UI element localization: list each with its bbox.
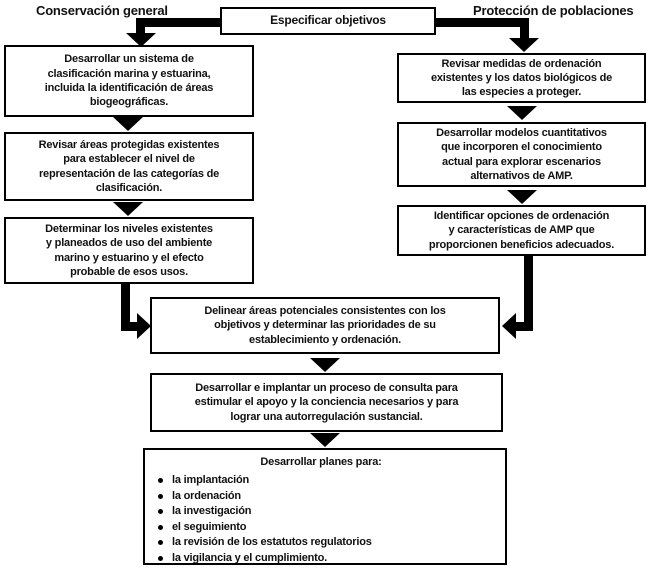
plans-item-label: la ordenación [172, 489, 241, 502]
box-modelos-cuantitativos: Desarrollar modelos cuantitativos que in… [397, 122, 646, 187]
plans-item-label: el seguimiento [172, 520, 247, 533]
arrow-segment [520, 18, 529, 38]
plans-item-label: la implantación [172, 474, 250, 486]
arrowhead-down-icon [310, 433, 340, 447]
box-delinear-areas: Delinear áreas potenciales consistentes … [150, 297, 500, 354]
box-proceso-consulta: Desarrollar e implantar un proceso de co… [150, 373, 503, 432]
box-sistema-clasificacion: Desarrollar un sistema de clasificación … [4, 45, 254, 117]
arrowhead-down-icon [126, 33, 156, 47]
plans-title: Desarrollar planes para: [260, 456, 382, 468]
column-header-conservacion: Conservación general [36, 3, 168, 18]
box-revisar-areas-protegidas: Revisar áreas protegidas existentes para… [4, 132, 254, 201]
arrowhead-left-icon [502, 313, 516, 339]
arrow-segment [136, 18, 145, 35]
plans-list-item: la revisión de los estatutos regulatorio… [145, 535, 497, 551]
box-determinar-niveles: Determinar los niveles existentes y plan… [4, 217, 254, 284]
arrow-segment [524, 255, 533, 331]
arrowhead-down-icon [507, 190, 537, 204]
box-desarrollar-planes: Desarrollar planes para: la implantación… [143, 448, 507, 565]
plans-item-label: la vigilancia y el cumplimiento. [172, 551, 327, 564]
plans-list-item: la investigación [145, 504, 497, 520]
arrowhead-down-icon [113, 117, 143, 131]
plans-list-item: la implantación [145, 473, 497, 489]
bullet-icon [158, 524, 163, 530]
arrow-segment [121, 283, 130, 331]
box-especificar-objetivos: Especificar objetivos [220, 7, 436, 35]
arrow-segment [516, 322, 533, 331]
plans-list-item: la vigilancia y el cumplimiento. [145, 551, 497, 567]
plans-item-label: la revisión de los estatutos regulatorio… [172, 536, 372, 548]
arrowhead-down-icon [509, 38, 539, 52]
plans-list-item: la ordenación [145, 489, 497, 505]
bullet-icon [158, 509, 163, 514]
arrow-segment [434, 18, 529, 27]
bullet-icon [158, 493, 163, 499]
arrowhead-down-icon [113, 202, 143, 216]
arrow-segment [136, 18, 221, 27]
box-identificar-opciones: Identificar opciones de ordenación y car… [397, 205, 646, 256]
arrowhead-down-icon [310, 358, 340, 372]
arrowhead-right-icon [137, 313, 151, 339]
column-header-proteccion: Protección de poblaciones [473, 3, 634, 18]
bullet-icon [158, 478, 163, 483]
plans-list-item: el seguimiento [145, 520, 497, 536]
bullet-icon [158, 540, 163, 545]
plans-list: la implantación la ordenación la investi… [145, 473, 497, 566]
bullet-icon [158, 555, 163, 561]
box-revisar-medidas: Revisar medidas de ordenación existentes… [397, 53, 646, 103]
plans-item-label: la investigación [172, 505, 252, 517]
arrowhead-down-icon [507, 106, 537, 120]
arrow-segment [121, 322, 138, 331]
